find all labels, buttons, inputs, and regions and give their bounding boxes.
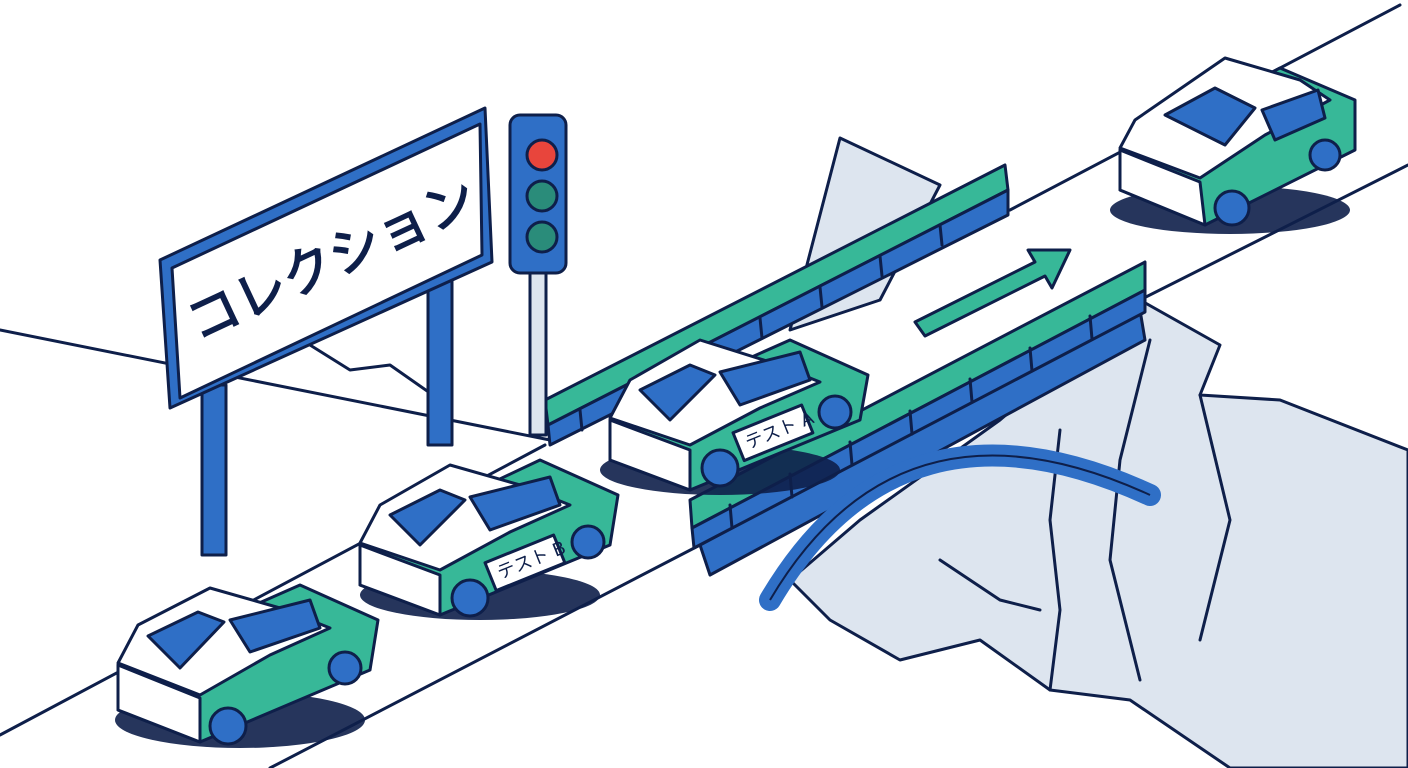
car-a-plate xyxy=(731,403,815,463)
sign-post-left xyxy=(200,383,228,557)
car-a-windshield xyxy=(638,363,717,422)
car-b-wheel-front xyxy=(450,578,490,618)
bridge-arch-outline xyxy=(769,454,1151,601)
red-light-icon xyxy=(525,138,559,172)
back-post xyxy=(878,254,884,278)
front-post xyxy=(1088,314,1094,341)
back-post xyxy=(938,223,944,247)
front-post xyxy=(908,409,914,436)
back-post xyxy=(758,316,764,340)
car-c-front xyxy=(116,663,202,744)
road-back-edge xyxy=(0,328,552,442)
traffic-light xyxy=(508,113,568,437)
sign-post-right xyxy=(426,278,454,447)
car-b-windshield xyxy=(388,488,467,547)
arrow-icon xyxy=(913,248,1072,338)
collection-sign: コレクション xyxy=(158,106,494,557)
cliff-crack-1 xyxy=(1048,428,1062,692)
green-light-icon xyxy=(525,220,559,254)
car-b: テスト B xyxy=(358,458,620,620)
car-c-windshield xyxy=(146,610,226,670)
car-a-wheel-rear xyxy=(817,394,853,430)
car-c-wheel-rear xyxy=(327,650,363,686)
cliff-crack-3 xyxy=(938,558,1042,612)
traffic-light-pole xyxy=(528,263,548,437)
car-b-side-window xyxy=(468,475,562,532)
car-d-side-window xyxy=(1260,88,1327,142)
back-post xyxy=(578,408,584,432)
cliff xyxy=(788,136,1408,768)
car-c xyxy=(115,583,380,748)
car-d-windshield xyxy=(1163,86,1257,147)
back-post xyxy=(818,285,824,309)
cliff-crack-4 xyxy=(1198,393,1232,642)
car-d-wheel-front xyxy=(1213,189,1251,227)
car-d xyxy=(1110,56,1357,234)
car-b-plate xyxy=(483,533,567,593)
car-c-wheel-front xyxy=(208,706,248,746)
cliff-front-rock xyxy=(788,298,1408,768)
car-b-front xyxy=(358,543,442,617)
car-a-side-window xyxy=(718,350,812,407)
sign-board xyxy=(170,122,484,400)
direction-arrow xyxy=(913,248,1072,338)
front-post xyxy=(728,503,734,530)
front-post xyxy=(968,377,974,404)
car-d-wheel-rear xyxy=(1308,138,1342,172)
amber-light-icon xyxy=(525,179,559,213)
ground-crack xyxy=(308,343,442,402)
car-c-side-window xyxy=(228,598,322,654)
car-a-wheel-front xyxy=(700,448,740,488)
cliff-crack-2 xyxy=(1108,338,1152,682)
front-post xyxy=(848,440,854,467)
car-d-front xyxy=(1118,148,1207,227)
car-a-front xyxy=(608,418,692,492)
car-b-wheel-rear xyxy=(570,524,606,560)
front-post xyxy=(1028,346,1034,373)
road-far-edge-right xyxy=(1138,163,1408,302)
